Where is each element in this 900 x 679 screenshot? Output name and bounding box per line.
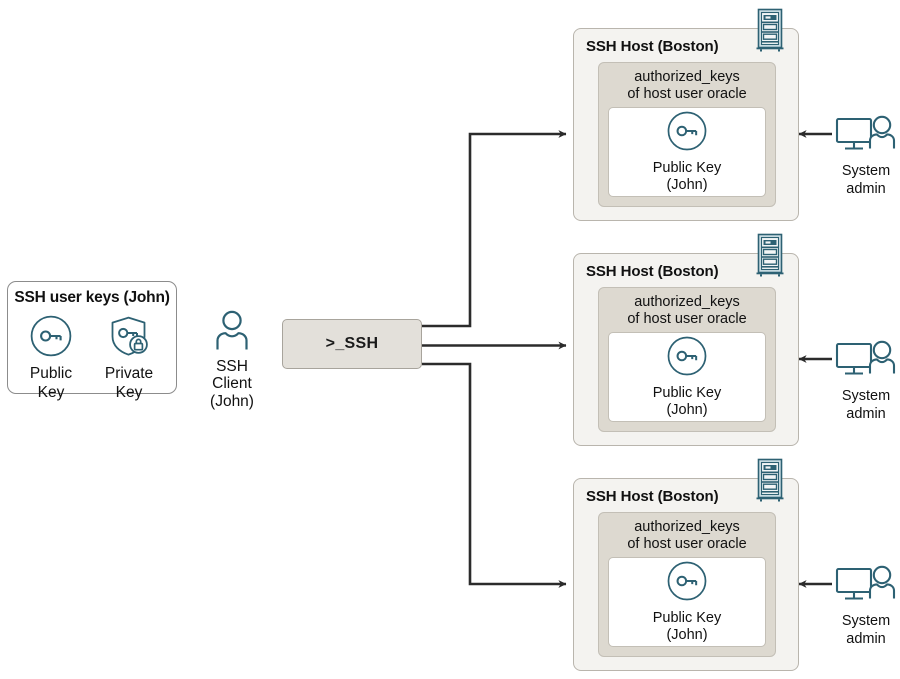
system-admin: System admin (833, 565, 899, 648)
public-key-label-line1: Public Key (652, 385, 722, 401)
ssh-terminal-box[interactable]: >_SSH (282, 319, 422, 369)
monitor-person-icon (835, 115, 897, 161)
authorized-keys-title: authorized_keys of host user oracle (599, 69, 775, 103)
connector-ssh-to-host-3 (422, 362, 567, 588)
server-rack-icon (755, 233, 785, 282)
monitor-person-icon (835, 340, 897, 386)
authorized-keys-line1: authorized_keys (634, 294, 740, 310)
public-key-label-line2: Key (37, 384, 65, 401)
public-key-label-line1: Public Key (652, 610, 722, 626)
authorized-keys-box: authorized_keys of host user oracle Publ… (598, 287, 776, 432)
ssh-host-panel: SSH Host (Boston) authorized_keys of hos (573, 8, 799, 221)
authorized-keys-line2: of host user oracle (627, 86, 747, 102)
system-admin: System admin (833, 115, 899, 198)
private-key-label-line2: Key (115, 384, 143, 401)
authorized-keys-title: authorized_keys of host user oracle (599, 519, 775, 553)
key-circle-icon (29, 315, 73, 362)
system-admin-label-line2: admin (846, 181, 886, 197)
key-circle-icon (666, 110, 708, 157)
system-admin-label-line2: admin (846, 406, 886, 422)
key-circle-icon (666, 335, 708, 382)
ssh-host-title: SSH Host (Boston) (586, 38, 719, 55)
system-admin-label-line1: System (841, 163, 891, 179)
connector-ssh-to-host-1 (422, 130, 567, 328)
ssh-host-panel: SSH Host (Boston) authorized_keys of hos (573, 233, 799, 446)
server-rack-icon (755, 8, 785, 57)
authorized-keys-box: authorized_keys of host user oracle Publ… (598, 62, 776, 207)
ssh-host-title: SSH Host (Boston) (586, 488, 719, 505)
ssh-client: SSH Client (John) (196, 308, 268, 410)
public-key-item: Public Key (14, 314, 88, 401)
server-rack-icon (755, 458, 785, 507)
ssh-host-panel: SSH Host (Boston) authorized_keys of hos (573, 458, 799, 671)
public-key-box: Public Key (John) (608, 107, 766, 197)
system-admin: System admin (833, 340, 899, 423)
public-key-box: Public Key (John) (608, 332, 766, 422)
monitor-person-icon (835, 565, 897, 611)
ssh-user-keys-title: SSH user keys (John) (14, 289, 170, 306)
system-admin-label-line1: System (841, 613, 891, 629)
system-admin-label-line1: System (841, 388, 891, 404)
authorized-keys-title: authorized_keys of host user oracle (599, 294, 775, 328)
public-key-label-line1: Public (29, 365, 73, 382)
ssh-client-label-line2: (John) (210, 393, 254, 410)
public-key-label-line1: Public Key (652, 160, 722, 176)
ssh-client-label-line1: SSH Client (212, 358, 252, 392)
system-admin-label-line2: admin (846, 631, 886, 647)
ssh-host-title: SSH Host (Boston) (586, 263, 719, 280)
authorized-keys-line1: authorized_keys (634, 69, 740, 85)
private-key-label-line1: Private (104, 365, 154, 382)
public-key-label-line2: (John) (666, 627, 708, 643)
shield-key-lock-icon (107, 316, 151, 362)
public-key-label-line2: (John) (666, 402, 708, 418)
authorized-keys-box: authorized_keys of host user oracle Publ… (598, 512, 776, 657)
public-key-label-line2: (John) (666, 177, 708, 193)
key-circle-icon (666, 560, 708, 607)
person-icon (210, 310, 254, 356)
authorized-keys-line1: authorized_keys (634, 519, 740, 535)
public-key-box: Public Key (John) (608, 557, 766, 647)
authorized-keys-line2: of host user oracle (627, 536, 747, 552)
authorized-keys-line2: of host user oracle (627, 311, 747, 327)
private-key-item: Private Key (92, 314, 166, 401)
ssh-user-keys-card: SSH user keys (John) Public Key (7, 281, 177, 401)
